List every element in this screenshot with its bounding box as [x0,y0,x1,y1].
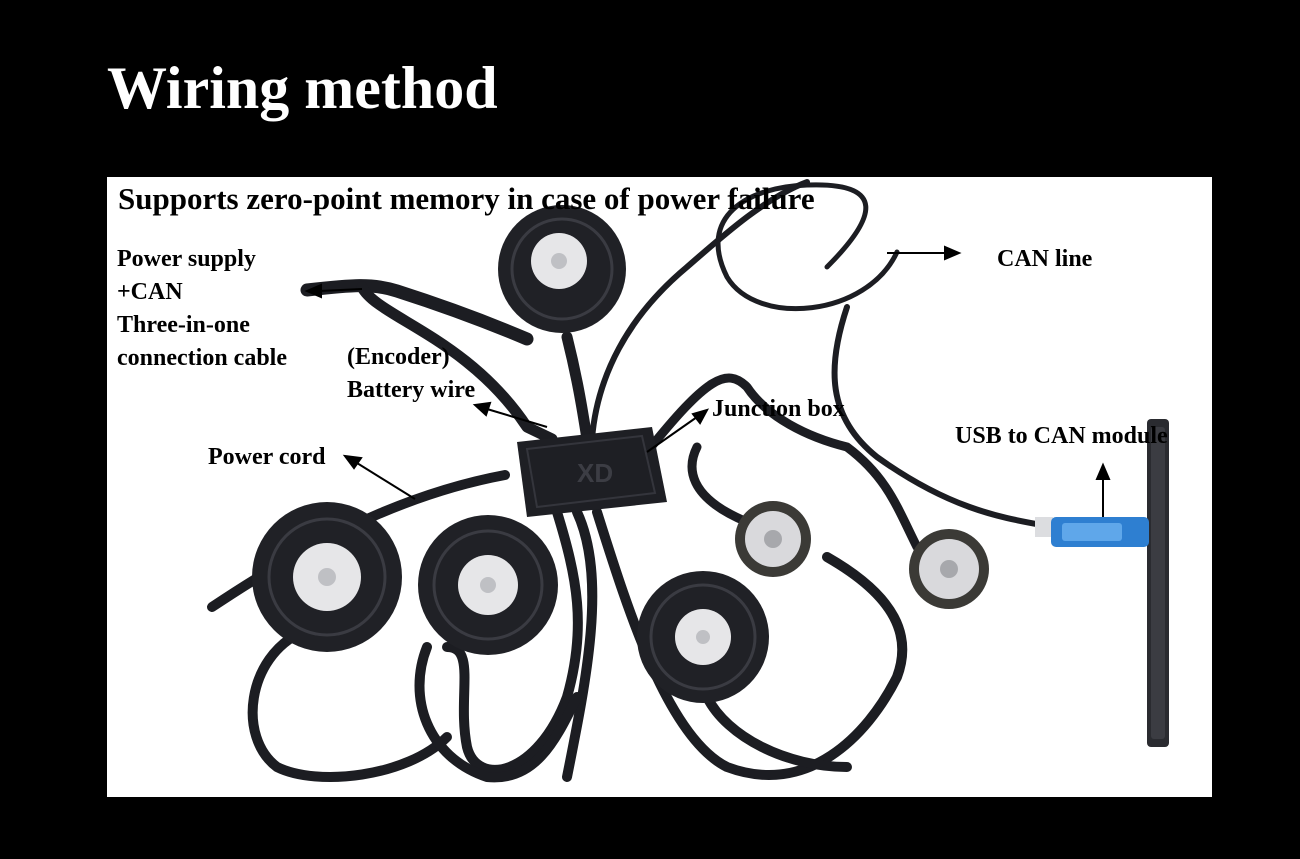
cable-junction-small-motor [687,442,752,527]
motor-left-b [418,515,558,655]
usb-to-can-module [1035,517,1149,547]
label-arrows [304,245,1111,517]
cable-junction-right [642,373,922,552]
cable-can-loop [715,182,900,312]
motor-small-e [909,529,989,609]
cable-motor-c-out [702,692,852,772]
cable-left-top [356,281,558,445]
label-can-line: CAN line [997,246,1093,272]
cable-bottom-loop-2 [562,507,598,782]
cable-bottom-loop-1 [442,507,583,775]
label-power-cord: Power cord [208,444,326,470]
cable-can-to-usb [831,304,1045,528]
wiring-illustration: XD [207,179,1169,783]
motor-bottom-c [637,571,769,703]
laptop-edge [1147,419,1169,747]
panel-subtitle: Supports zero-point memory in case of po… [118,181,815,216]
label-junction-box: Junction box [712,396,845,422]
cable-top-motor [561,331,593,445]
motor-left-a [252,502,402,652]
label-power-supply-cable: Power supply +CAN Three-in-one connectio… [117,246,287,371]
cable-power-supply [300,279,534,346]
cable-motor-a-loop [247,627,452,782]
junction-box-logo: XD [577,458,613,488]
cable-top-right [589,179,810,442]
wiring-diagram-panel: XD Supports zero-point [107,177,1212,797]
motor-top [498,205,626,333]
motor-small-d [735,501,811,577]
label-encoder-battery-wire: (Encoder) Battery wire [347,344,476,403]
junction-box: XD [517,427,667,517]
label-usb-to-can-module: USB to CAN module [955,423,1168,449]
cable-motor-b-loop [414,642,582,783]
page-title: Wiring method [107,55,498,121]
